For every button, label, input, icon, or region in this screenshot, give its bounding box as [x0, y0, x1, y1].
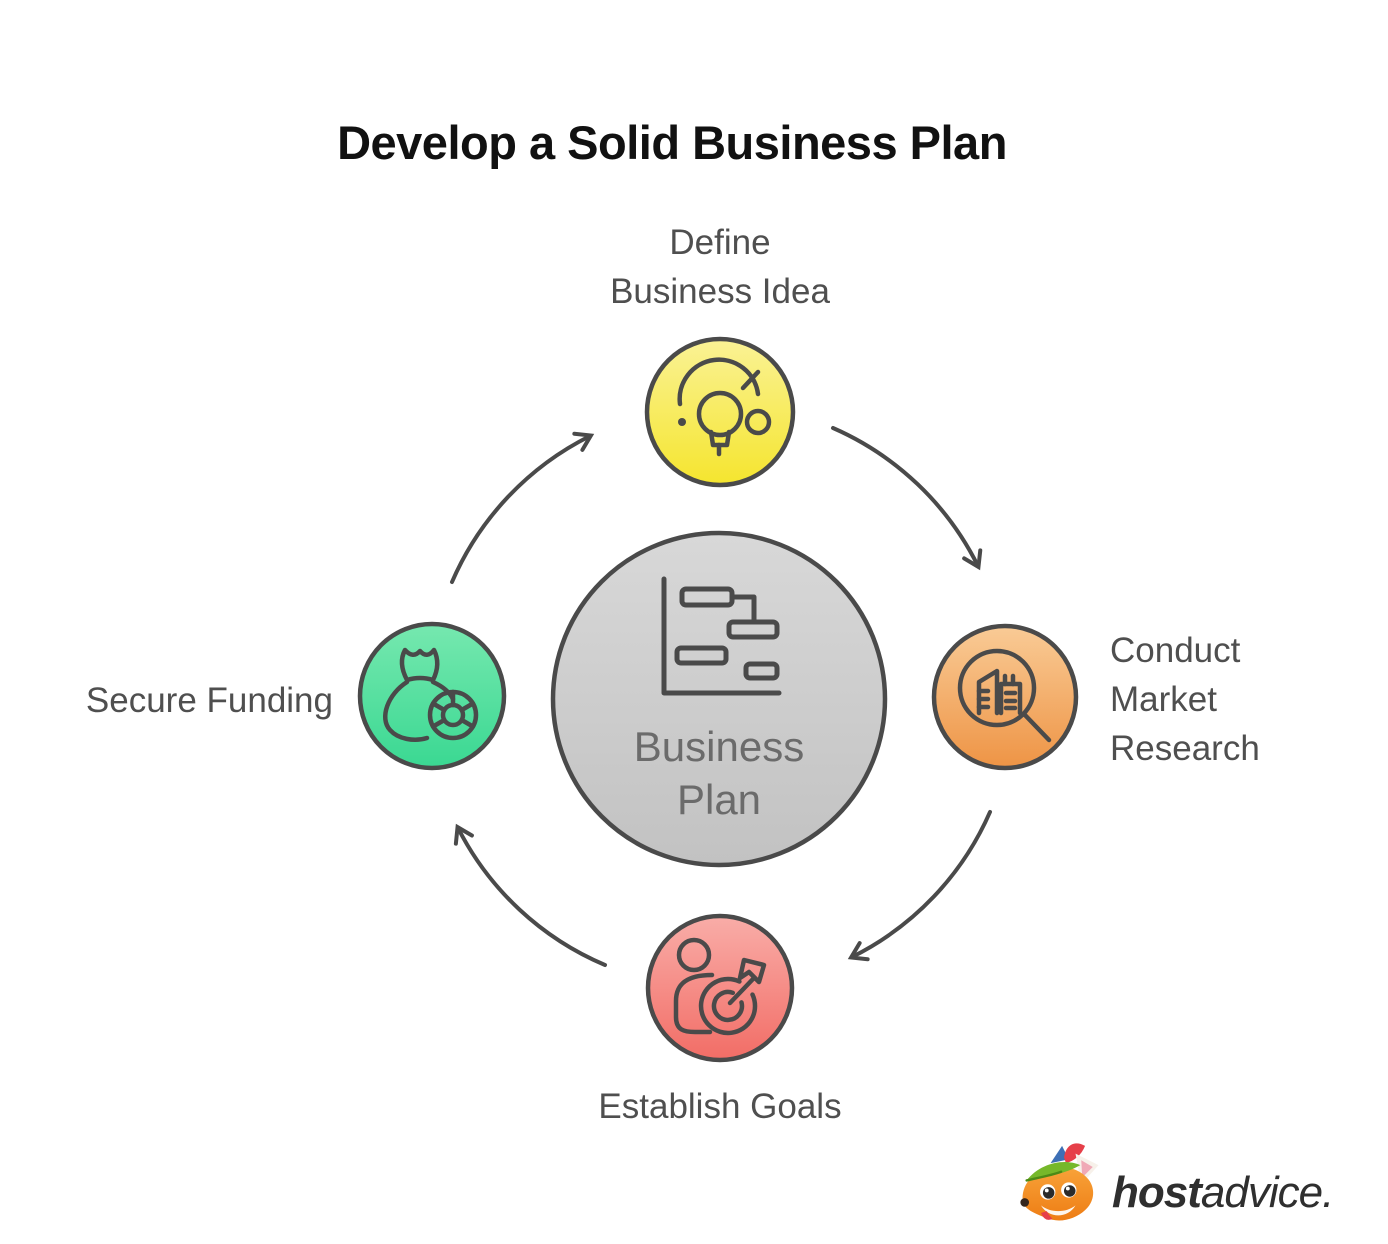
logo-word-advice: advice.	[1200, 1168, 1334, 1217]
node-secure-funding	[357, 621, 507, 771]
node-conduct-market-research	[931, 623, 1079, 771]
page-title: Develop a Solid Business Plan	[337, 116, 1007, 170]
node-define-business-idea	[644, 336, 796, 488]
gantt-chart-icon	[661, 576, 782, 696]
lightbulb-icon	[677, 357, 772, 457]
arrow-define-to-research	[831, 426, 983, 571]
logo-word-host: host	[1112, 1168, 1202, 1217]
label-secure-funding: Secure Funding	[85, 681, 333, 720]
fox-mascot-icon	[1020, 1143, 1099, 1221]
node-establish-goals	[645, 913, 795, 1063]
arrow-goals-to-funding	[453, 823, 607, 967]
person-target-icon	[673, 937, 767, 1036]
label-conduct-market-research: Conduct Market Research	[1110, 631, 1260, 768]
hostadvice-logo: hostadvice.	[1018, 1142, 1334, 1238]
magnifier-buildings-icon	[957, 648, 1052, 743]
label-define-business-idea: Define Business Idea	[610, 223, 830, 311]
center-hub-label: Business Plan	[633, 723, 805, 823]
money-bag-icon	[383, 647, 479, 742]
label-establish-goals: Establish Goals	[598, 1087, 842, 1126]
arrow-research-to-goals	[847, 810, 992, 962]
center-hub	[550, 530, 888, 868]
arrow-funding-to-define	[450, 431, 595, 584]
logo-wordmark: hostadvice.	[1112, 1162, 1334, 1218]
